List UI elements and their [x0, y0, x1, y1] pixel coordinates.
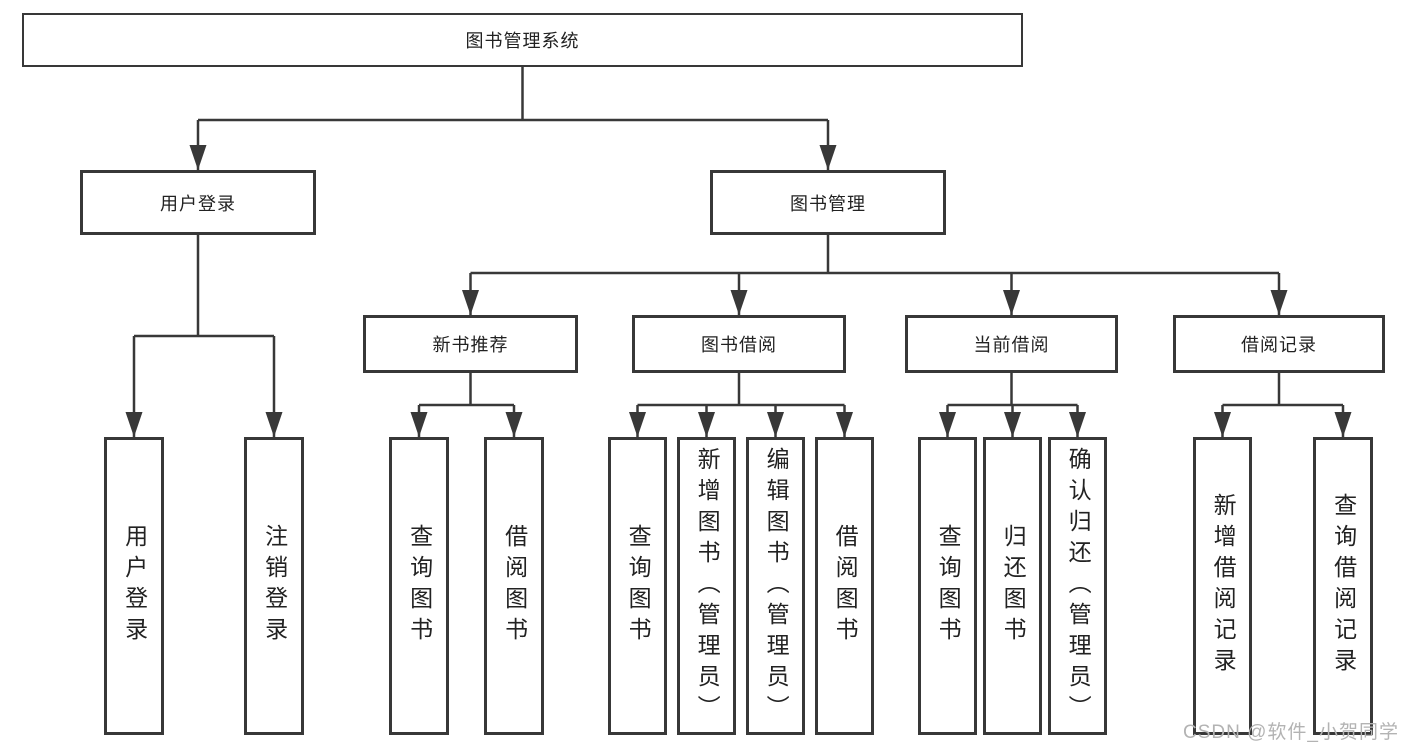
node-user-login-label: 用户登录: [160, 193, 236, 214]
leaf-logout: 注销登录: [244, 437, 304, 735]
leaf-newbooks-query-books: 查询图书: [389, 437, 449, 735]
leaf-borrow-borrow-books-label: 借阅图书: [832, 524, 859, 648]
node-current-borrowing-label: 当前借阅: [973, 335, 1050, 355]
connector-current-bus: [947, 373, 1078, 407]
node-book-management: 图书管理: [710, 170, 946, 235]
connector-newbooks-bus: [419, 373, 514, 407]
node-library-system: 图书管理系统: [22, 13, 1023, 67]
connector-records-bus: [1222, 373, 1343, 407]
leaf-borrow-query-books: 查询图书: [608, 437, 667, 735]
leaf-current-confirm-return-admin: 确认归还（管理员）: [1048, 437, 1107, 735]
node-book-management-label: 图书管理: [790, 193, 866, 214]
leaf-current-query-books: 查询图书: [918, 437, 977, 735]
connector-root-bus: [198, 67, 828, 122]
leaf-user-login: 用户登录: [104, 437, 164, 735]
leaf-current-return-books: 归还图书: [983, 437, 1042, 735]
leaf-records-query-record-label: 查询借阅记录: [1330, 493, 1357, 679]
leaf-records-query-record: 查询借阅记录: [1313, 437, 1373, 735]
leaf-borrow-borrow-books: 借阅图书: [815, 437, 874, 735]
node-current-borrowing: 当前借阅: [905, 315, 1118, 373]
node-book-borrowing-label: 图书借阅: [701, 335, 777, 355]
leaf-borrow-edit-books-admin: 编辑图书（管理员）: [746, 437, 805, 735]
leaf-borrow-add-books-admin-label: 新增图书（管理员）: [694, 446, 721, 726]
leaf-newbooks-borrow-books-label: 借阅图书: [501, 524, 528, 648]
connector-user-login-bus: [134, 235, 274, 338]
leaf-newbooks-borrow-books: 借阅图书: [484, 437, 544, 735]
node-new-book-recommend: 新书推荐: [363, 315, 578, 373]
leaf-records-add-record-label: 新增借阅记录: [1210, 493, 1237, 679]
leaf-current-query-books-label: 查询图书: [935, 524, 962, 648]
node-book-borrowing: 图书借阅: [632, 315, 846, 373]
node-borrowing-records: 借阅记录: [1173, 315, 1385, 373]
leaf-newbooks-query-books-label: 查询图书: [406, 524, 433, 648]
node-library-system-label: 图书管理系统: [465, 31, 580, 51]
leaf-borrow-add-books-admin: 新增图书（管理员）: [677, 437, 736, 735]
leaf-records-add-record: 新增借阅记录: [1193, 437, 1252, 735]
node-borrowing-records-label: 借阅记录: [1241, 335, 1317, 355]
leaf-borrow-edit-books-admin-label: 编辑图书（管理员）: [763, 446, 790, 726]
leaf-current-return-books-label: 归还图书: [1000, 524, 1027, 648]
connector-borrow-bus: [637, 373, 845, 407]
node-user-login: 用户登录: [80, 170, 316, 235]
leaf-current-confirm-return-admin-label: 确认归还（管理员）: [1065, 446, 1092, 726]
leaf-borrow-query-books-label: 查询图书: [625, 524, 652, 648]
csdn-watermark: CSDN @软件_小贺同学: [1183, 722, 1399, 743]
leaf-logout-label: 注销登录: [261, 524, 288, 648]
leaf-user-login-label: 用户登录: [121, 524, 148, 648]
node-new-book-recommend-label: 新书推荐: [432, 335, 509, 355]
connector-book-mgmt-bus: [470, 235, 1279, 275]
